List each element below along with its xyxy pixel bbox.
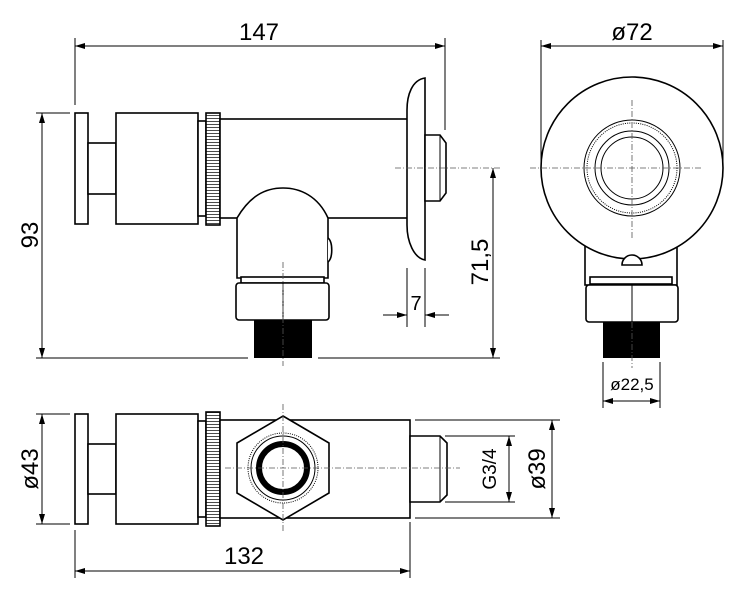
side-view: ø72 ø22,5 — [530, 19, 724, 408]
top-cap-body — [115, 413, 199, 525]
knurled-ring — [205, 112, 221, 226]
elbow-bump — [327, 237, 333, 263]
dim-147: 147 — [239, 19, 279, 46]
dim-g3-4: G3/4 — [480, 448, 501, 490]
nut-ring — [240, 276, 325, 284]
top-handle-stem — [87, 443, 117, 495]
side-nut-ring — [589, 276, 673, 285]
handle-plate — [74, 112, 89, 225]
wall-flange — [406, 77, 426, 261]
dim-o39: ø39 — [524, 448, 551, 489]
side-outlet-thread — [603, 322, 660, 358]
neck — [197, 120, 207, 217]
dim-132: 132 — [224, 543, 264, 570]
elbow — [236, 187, 329, 279]
top-thread-nipple — [409, 435, 448, 503]
side-bump — [621, 254, 643, 266]
top-neck — [197, 420, 207, 518]
top-view: ø43 132 G3/4 ø39 — [17, 404, 560, 578]
dim-o22-5: ø22,5 — [610, 375, 653, 394]
front-view: 147 93 71,5 7 — [17, 19, 500, 366]
dim-o72: ø72 — [611, 19, 652, 46]
top-knurled-ring — [205, 411, 221, 527]
dim-71-5: 71,5 — [467, 239, 494, 286]
dim-7: 7 — [410, 293, 421, 315]
dim-93: 93 — [17, 222, 44, 249]
handle-stem — [87, 142, 117, 195]
top-handle-plate — [74, 413, 89, 525]
dim-o43: ø43 — [17, 448, 44, 489]
cap-body — [115, 112, 199, 225]
